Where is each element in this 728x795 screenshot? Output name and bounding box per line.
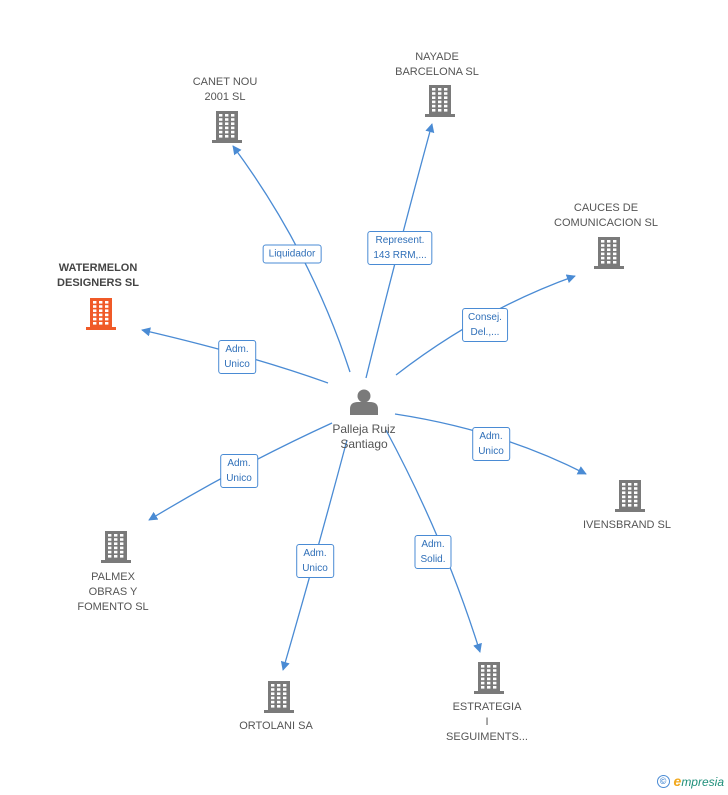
company-name-ortolani[interactable]: ORTOLANI SA bbox=[239, 719, 313, 734]
relation-label-line: Adm. bbox=[303, 548, 327, 559]
company-name-line: SEGUIMENTS... bbox=[446, 731, 528, 743]
relation-label-line: Unico bbox=[302, 563, 328, 574]
relation-label-ivensbrand[interactable]: Adm. Unico bbox=[472, 427, 510, 461]
company-name-line: OBRAS Y bbox=[88, 586, 138, 598]
company-name-line: ESTRATEGIA bbox=[452, 701, 522, 713]
relation-label-line: Represent. bbox=[375, 235, 425, 246]
company-name-cauces[interactable]: CAUCES DE COMUNICACION SL bbox=[554, 201, 658, 231]
company-name-line: CANET NOU bbox=[192, 76, 258, 88]
building-icon-cauces[interactable] bbox=[594, 237, 624, 269]
relation-label-cauces[interactable]: Consej. Del.,... bbox=[462, 308, 508, 342]
relation-label-line: Unico bbox=[478, 446, 504, 457]
building-icon-palmex[interactable] bbox=[101, 531, 131, 563]
building-icon-canet[interactable] bbox=[212, 111, 242, 143]
company-name-line: FOMENTO SL bbox=[77, 601, 149, 613]
building-icon-watermelon[interactable] bbox=[86, 298, 116, 330]
relation-label-line: 143 RRM,... bbox=[373, 250, 427, 261]
company-name-line: COMUNICACION SL bbox=[554, 217, 658, 229]
company-name-line: IVENSBRAND SL bbox=[582, 519, 672, 531]
company-name-nayade[interactable]: NAYADE BARCELONA SL bbox=[395, 50, 479, 80]
relation-label-estrategia[interactable]: Adm. Solid. bbox=[414, 535, 452, 569]
relation-label-line: Del.,... bbox=[470, 327, 500, 338]
building-icon-estrategia[interactable] bbox=[474, 662, 504, 694]
company-name-line: NAYADE bbox=[415, 51, 459, 63]
relation-label-palmex[interactable]: Adm. Unico bbox=[220, 454, 258, 488]
relation-label-line: Unico bbox=[226, 473, 252, 484]
footer-credit: © empresia bbox=[656, 773, 724, 789]
company-name-line: WATERMELON bbox=[58, 262, 138, 274]
building-icon-ivensbrand[interactable] bbox=[615, 480, 645, 512]
building-icon-nayade[interactable] bbox=[425, 85, 455, 117]
company-name-line: 2001 SL bbox=[204, 91, 246, 103]
relation-label-nayade[interactable]: Represent. 143 RRM,... bbox=[367, 231, 433, 265]
brand-logo: empresia bbox=[673, 773, 724, 789]
relation-label-line: Unico bbox=[224, 359, 250, 370]
building-icon-ortolani[interactable] bbox=[264, 681, 294, 713]
relation-label-line: Adm. bbox=[225, 344, 249, 355]
relation-label-line: Adm. bbox=[479, 431, 503, 442]
company-name-line: ORTOLANI SA bbox=[239, 720, 313, 732]
company-name-line: BARCELONA SL bbox=[395, 66, 479, 78]
company-name-line: DESIGNERS SL bbox=[57, 277, 139, 289]
relation-label-ortolani[interactable]: Adm. Unico bbox=[296, 544, 334, 578]
person-name-line: Santiago bbox=[340, 437, 388, 451]
company-name-palmex[interactable]: PALMEX OBRAS Y FOMENTO SL bbox=[77, 570, 148, 615]
relation-label-line: Consej. bbox=[468, 312, 502, 323]
relation-label-line: Adm. bbox=[421, 539, 445, 550]
company-name-line: PALMEX bbox=[91, 571, 135, 583]
relation-label-watermelon[interactable]: Adm. Unico bbox=[218, 340, 256, 374]
company-name-line: CAUCES DE bbox=[573, 202, 639, 214]
company-name-canet[interactable]: CANET NOU 2001 SL bbox=[193, 75, 258, 105]
relation-label-line: Adm. bbox=[227, 458, 251, 469]
relation-label-canet[interactable]: Liquidador bbox=[262, 244, 322, 264]
person-name-line: Palleja Ruiz bbox=[332, 422, 396, 436]
company-name-line: I bbox=[485, 716, 489, 728]
company-name-ivensbrand[interactable]: IVENSBRAND SL bbox=[583, 518, 671, 533]
company-name-watermelon[interactable]: WATERMELON DESIGNERS SL bbox=[57, 261, 139, 291]
person-icon[interactable] bbox=[350, 389, 378, 416]
relation-label-line: Solid. bbox=[420, 554, 446, 565]
company-name-estrategia[interactable]: ESTRATEGIA I SEGUIMENTS... bbox=[446, 700, 528, 745]
relation-label-line: Liquidador bbox=[268, 248, 316, 260]
copyright-icon: © bbox=[656, 774, 670, 788]
